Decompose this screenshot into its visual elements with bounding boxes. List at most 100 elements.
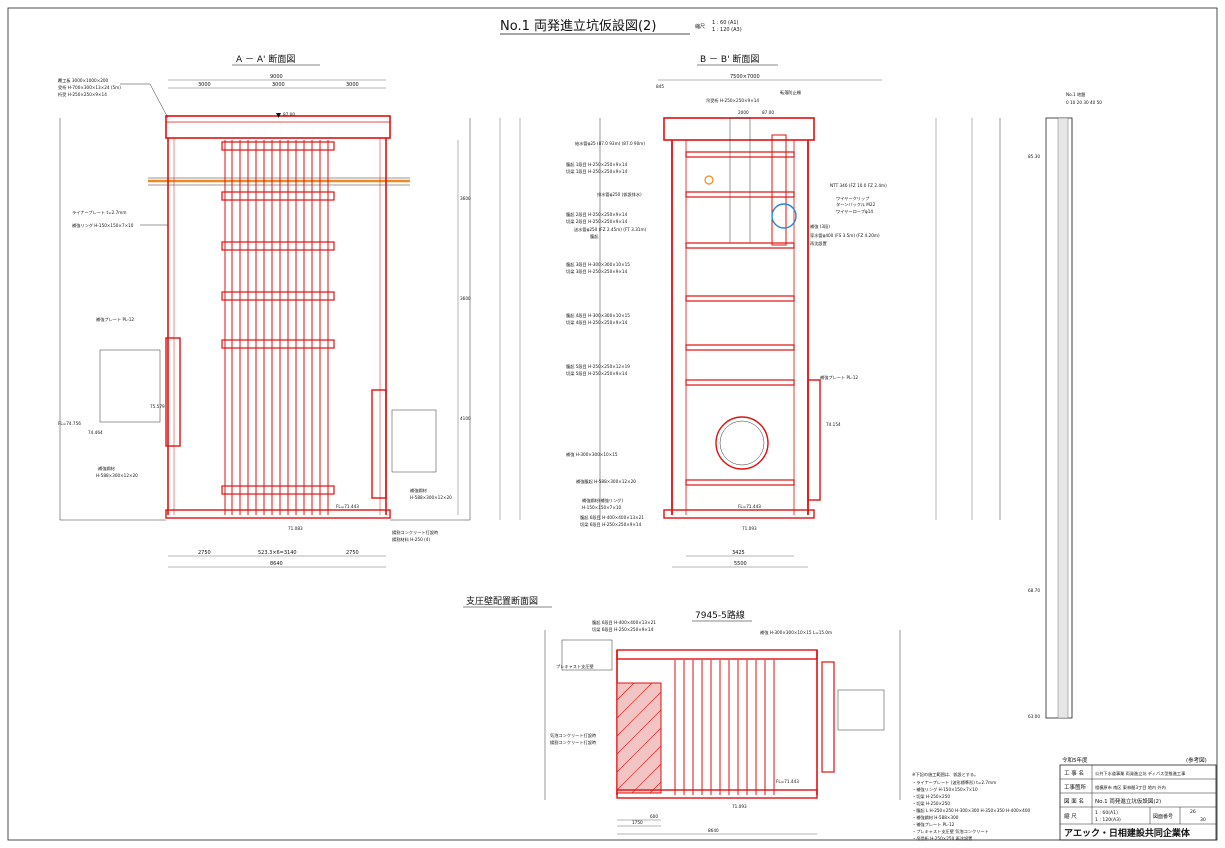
- tb-v5a: 26: [1190, 809, 1196, 815]
- label-bb-8: 腹起: [590, 233, 599, 240]
- vertical-pipe-bb: [771, 134, 787, 246]
- label-aa-3: 桁受 H-250×250×9×14: [58, 91, 107, 98]
- support-base-slab: [616, 789, 818, 799]
- label-aa-1: 覆工板 3000×1000×200: [58, 77, 109, 84]
- label-sup-4: プレキャスト支圧壁: [556, 663, 594, 670]
- label-bb-r10: 補強プレート PL-12: [820, 374, 858, 381]
- dim-aa-top: 9000: [270, 74, 283, 80]
- tb-k4: 縮 尺: [1064, 812, 1077, 820]
- label-bb-r6: ワイヤーロープφ14: [836, 209, 873, 215]
- dim-aa-top-c: 3000: [346, 82, 359, 88]
- support-right-plate: [821, 661, 835, 773]
- note-6: ・補強鋼材 H-588×300: [912, 814, 959, 821]
- label-bb-r8: 導水管φ400 (FS 3.5m) (FZ 4.20m): [810, 232, 880, 239]
- note-2: ・補強リング H-150×150×7×10: [912, 786, 978, 793]
- label-aa-2: 受桁 H-700×300×13×24 (5m): [58, 84, 121, 91]
- sheet-border: [7, 7, 1218, 841]
- tb-k2: 工事箇所: [1064, 783, 1087, 791]
- label-bb-4: 排水管φ250 (仮設排水): [597, 191, 642, 198]
- tb-k1: 工 事 名: [1064, 769, 1084, 777]
- label-bb-r13: 71.093: [742, 526, 757, 531]
- label-bb-7: 送水管φ250 (FZ 2.45m) (FT 3.31m): [574, 226, 647, 233]
- dim-aa-top-b: 3000: [272, 82, 285, 88]
- boring-elev-1: 85.30: [1028, 154, 1040, 159]
- dim-aa-bot-c: 2750: [346, 550, 359, 556]
- label-sup-2: 切梁 6段目 H-250×250×9×14: [592, 626, 654, 633]
- piles-aa: [224, 140, 329, 515]
- label-bb-19: 腹起 6段目 H-400×400×13×21: [580, 514, 644, 521]
- section-bb: 7500×7000 845 2000 87.00 吊受桁 H-250×250×9…: [566, 74, 1001, 568]
- drawing-title: No.1 両発進立坑仮設図(2): [500, 18, 656, 34]
- view-title-line: 7945-5路線: [695, 609, 745, 621]
- label-sup-5: 気泡コンクリート打設時: [550, 732, 597, 739]
- label-bb-9: 腹起 3段目 H-300×300×10×15: [566, 261, 630, 268]
- note-5: ・腹起 L H-250×250 H-300×300 H-350×350 H-40…: [912, 807, 1031, 814]
- label-bb-3: 切梁 1段目 H-250×250×9×14: [566, 168, 628, 175]
- boring-fill: [1057, 117, 1069, 719]
- label-bb-r4: ワイヤークリップ: [836, 196, 870, 202]
- label-sup-1: 腹起 6段目 H-400×400×13×21: [592, 619, 656, 626]
- vertical-duct-bb: [729, 117, 751, 244]
- label-aa-11: 揚割コンクリート打設時: [392, 529, 439, 536]
- section-aa: 9000 3000 3000 3000 87.00: [58, 74, 521, 568]
- base-slab-aa: [165, 509, 391, 519]
- label-aa-10: H-588×300×12×20: [410, 495, 452, 500]
- level-aa-top: 87.00: [283, 112, 295, 117]
- label-bb-top1: 845: [656, 84, 664, 89]
- label-bb-r7: 補強 (3段): [810, 223, 830, 230]
- tb-year: 令和5年度: [1062, 756, 1088, 764]
- label-bb-15: 補強 H-300×300×10×15: [566, 451, 618, 458]
- notes-title: ※下記の施工範囲は、仮設とする。: [912, 771, 978, 778]
- label-aa-9: 補強鋼材: [410, 487, 427, 494]
- label-aa-lv5: FL=71.443: [336, 504, 359, 509]
- label-bb-r1: 吊受桁 H-250×250×9×14: [706, 97, 759, 104]
- note-4: ・切梁 H-250×250: [912, 800, 950, 807]
- label-bb-r9: 再沈設置: [810, 240, 827, 247]
- section-support: 腹起 6段目 H-400×400×13×21 切梁 6段目 H-250×250×…: [544, 619, 901, 835]
- boring-elev-2: 68.70: [1028, 588, 1040, 593]
- label-bb-r2: 転落防止柵: [780, 89, 802, 96]
- boring-title: No.1 地盤: [1066, 91, 1086, 97]
- note-9: ・吊受桁 H-250×250 再沈設置: [912, 835, 972, 842]
- label-bb-top2: 2000: [738, 110, 749, 115]
- label-bb-11: 腹起 4段目 H-300×300×10×15: [566, 312, 630, 319]
- label-aa-lv1: FL=74.756: [58, 421, 81, 426]
- small-pipe-bb: [704, 175, 714, 185]
- note-8: ・プレキャスト支圧壁 気泡コンクリート: [912, 828, 989, 835]
- dim-aa-bot-a: 2750: [198, 550, 211, 556]
- scale-label: 縮尺: [695, 23, 705, 30]
- tunnel-right-aa: [391, 409, 437, 473]
- label-aa-8: H-588×300×12×20: [96, 473, 138, 478]
- label-bb-10: 切梁 3段目 H-250×250×9×14: [566, 268, 628, 275]
- wales-aa: [221, 141, 335, 495]
- support-tunnel-right: [837, 689, 885, 731]
- note-1: ・ライナープレート (波形標準形) t=2.7mm: [912, 779, 996, 786]
- label-aa-lv6: 75.579: [150, 404, 165, 409]
- tb-k3: 図 面 名: [1064, 797, 1084, 805]
- label-aa-12: 揚割材料 H-250 (4): [392, 536, 430, 543]
- label-bb-top3: 87.00: [762, 110, 774, 115]
- dim-sup-2: 1750: [632, 820, 643, 825]
- support-top-beam: [616, 649, 818, 660]
- dim-bb-bot2: 5500: [734, 561, 747, 567]
- label-sup-6: 揚割コンクリート打設時: [550, 739, 597, 746]
- label-aa-lv3: 71.083: [288, 526, 303, 531]
- label-bb-r12: FL=71.443: [738, 504, 761, 509]
- label-bb-12: 切梁 4段目 H-250×250×9×14: [566, 319, 628, 326]
- label-bb-17: 補強鋼材(補強リング): [582, 497, 623, 504]
- tunnel-left-aa: [99, 349, 161, 423]
- view-title-support: 支圧壁配置断面図: [466, 595, 538, 607]
- hatch-lines: [616, 682, 662, 794]
- note-7: ・補強プレート PL-12: [912, 821, 955, 828]
- scale-a3: 1 : 120 (A3): [712, 27, 742, 33]
- label-bb-r5: ターンバックル M22: [836, 201, 876, 208]
- base-slab-bb: [663, 509, 815, 519]
- dim-bb-bot1: 3425: [732, 550, 745, 556]
- label-bb-r3: NTT 346 (FZ 10.0 FZ 2.4m): [830, 183, 887, 188]
- label-bb-18: H-150×150×7×10: [582, 505, 621, 510]
- view-title-aa: A － A' 断面図: [236, 53, 295, 65]
- tb-v4b: 1 : 120(A3): [1095, 817, 1121, 823]
- dim-aa-top-a: 3000: [198, 82, 211, 88]
- label-bb-14: 切梁 5段目 H-250×250×9×14: [566, 370, 628, 377]
